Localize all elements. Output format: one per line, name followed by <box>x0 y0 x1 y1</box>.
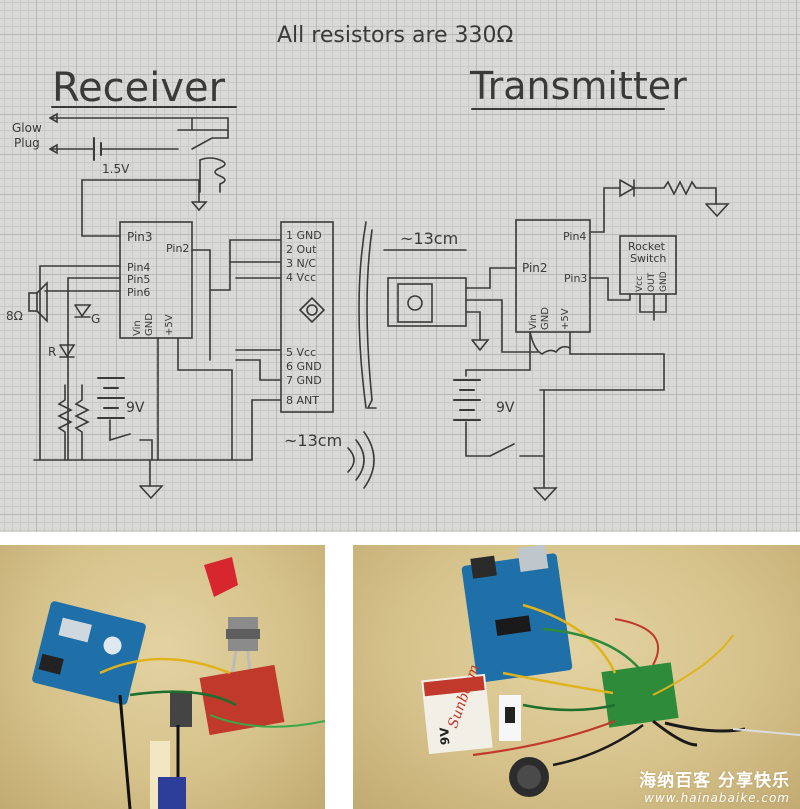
radio-module <box>280 221 334 413</box>
resistor-note: All resistors are 330Ω <box>277 23 513 48</box>
radio-pin-6: 6 GND <box>286 360 322 373</box>
battery-1v5-label: 1.5V <box>102 162 130 176</box>
tx-battery-9v: 9V <box>496 400 515 416</box>
led-r-label: R <box>48 345 56 359</box>
schematic-drawing: All resistors are 330Ω Receiver Transmit… <box>0 0 800 532</box>
rocket-label-2: Switch <box>630 252 666 265</box>
rx-pin5: Pin5 <box>127 273 150 286</box>
radio-crystal <box>298 296 326 324</box>
led-g-label: G <box>91 312 100 326</box>
radio-pin-1: 1 GND <box>286 229 322 242</box>
tx-pin4: Pin4 <box>563 230 586 243</box>
relay-chip <box>170 691 192 727</box>
watermark-cn: 海纳百客 分享快乐 <box>639 771 790 791</box>
toggle-switch-cover <box>204 557 238 597</box>
radio-pin-8: 8 ANT <box>286 394 319 407</box>
transmitter-wiring <box>453 179 730 502</box>
radio-pin-7: 7 GND <box>286 374 322 387</box>
tx-pin2: Pin2 <box>522 261 548 275</box>
radio-pin-5: 5 Vcc <box>286 346 316 359</box>
speaker-8ohm: 8Ω <box>6 309 23 323</box>
site-watermark: 海纳百客 分享快乐 www.hainabaike.com <box>639 766 790 805</box>
glow-label-2: Plug <box>14 136 40 150</box>
breadboard-red <box>199 664 285 736</box>
rocket-pin-out: OUT <box>647 272 657 292</box>
tx-gnd: GND <box>540 307 551 330</box>
rx-pin2: Pin2 <box>166 242 189 255</box>
radio-pin-2: 2 Out <box>286 243 317 256</box>
receiver-title: Receiver <box>52 65 226 111</box>
rx-battery-9v: 9V <box>126 400 145 416</box>
tx-5v: +5V <box>560 308 571 330</box>
rx-pin4: Pin4 <box>127 261 150 274</box>
tx-vin: Vin <box>528 314 539 330</box>
distance-top: ~13cm <box>400 229 458 248</box>
rx-gnd: GND <box>144 313 155 336</box>
receiver-photo <box>0 545 325 809</box>
signal-arcs <box>347 221 377 489</box>
breadboard-green <box>601 662 679 728</box>
rocket-switch <box>619 235 677 295</box>
rocket-pin-gnd: GND <box>659 271 669 292</box>
rx-5v: +5V <box>164 314 175 336</box>
rx-pin3: Pin3 <box>127 230 153 244</box>
radio-pin-3: 3 N/C <box>286 257 316 270</box>
glow-plug-circuit <box>49 112 229 212</box>
receiver-arduino <box>119 221 193 339</box>
transmitter-title: Transmitter <box>469 64 687 108</box>
distance-bottom: ~13cm <box>284 431 342 450</box>
radio-pin-4: 4 Vcc <box>286 271 316 284</box>
tx-pin3: Pin3 <box>564 272 587 285</box>
rocket-pin-vcc: Vcc <box>635 276 645 292</box>
receiver-wiring <box>28 179 281 500</box>
rx-pin6: Pin6 <box>127 286 150 299</box>
rx-vin: Vin <box>132 320 143 336</box>
arduino-board <box>32 601 146 705</box>
tx-radio-module <box>387 277 467 327</box>
transmitter-arduino <box>515 219 591 333</box>
rocket-label-1: Rocket <box>628 240 666 253</box>
battery-voltage: 9V <box>437 726 452 745</box>
transmitter-photo: Sunbeam 9V 海纳百客 分享快乐 www.hainabaike.com <box>353 545 800 809</box>
watermark-url: www.hainabaike.com <box>644 791 790 805</box>
glow-label-1: Glow <box>12 121 42 135</box>
